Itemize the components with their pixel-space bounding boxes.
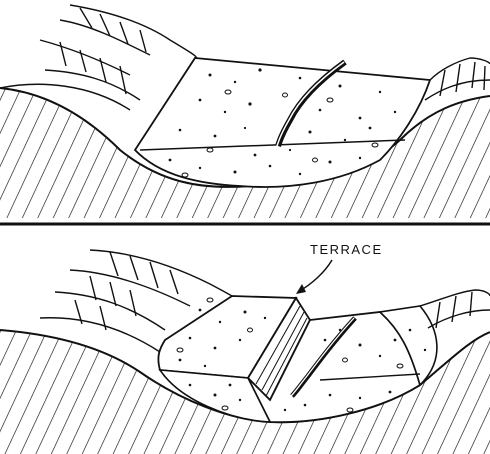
- arrow-head-icon: [296, 284, 306, 294]
- terrace-label: TERRACE: [310, 242, 383, 257]
- top-panel: [0, 5, 490, 218]
- bottom-panel: TERRACE: [0, 242, 490, 454]
- right-hills: [425, 58, 490, 100]
